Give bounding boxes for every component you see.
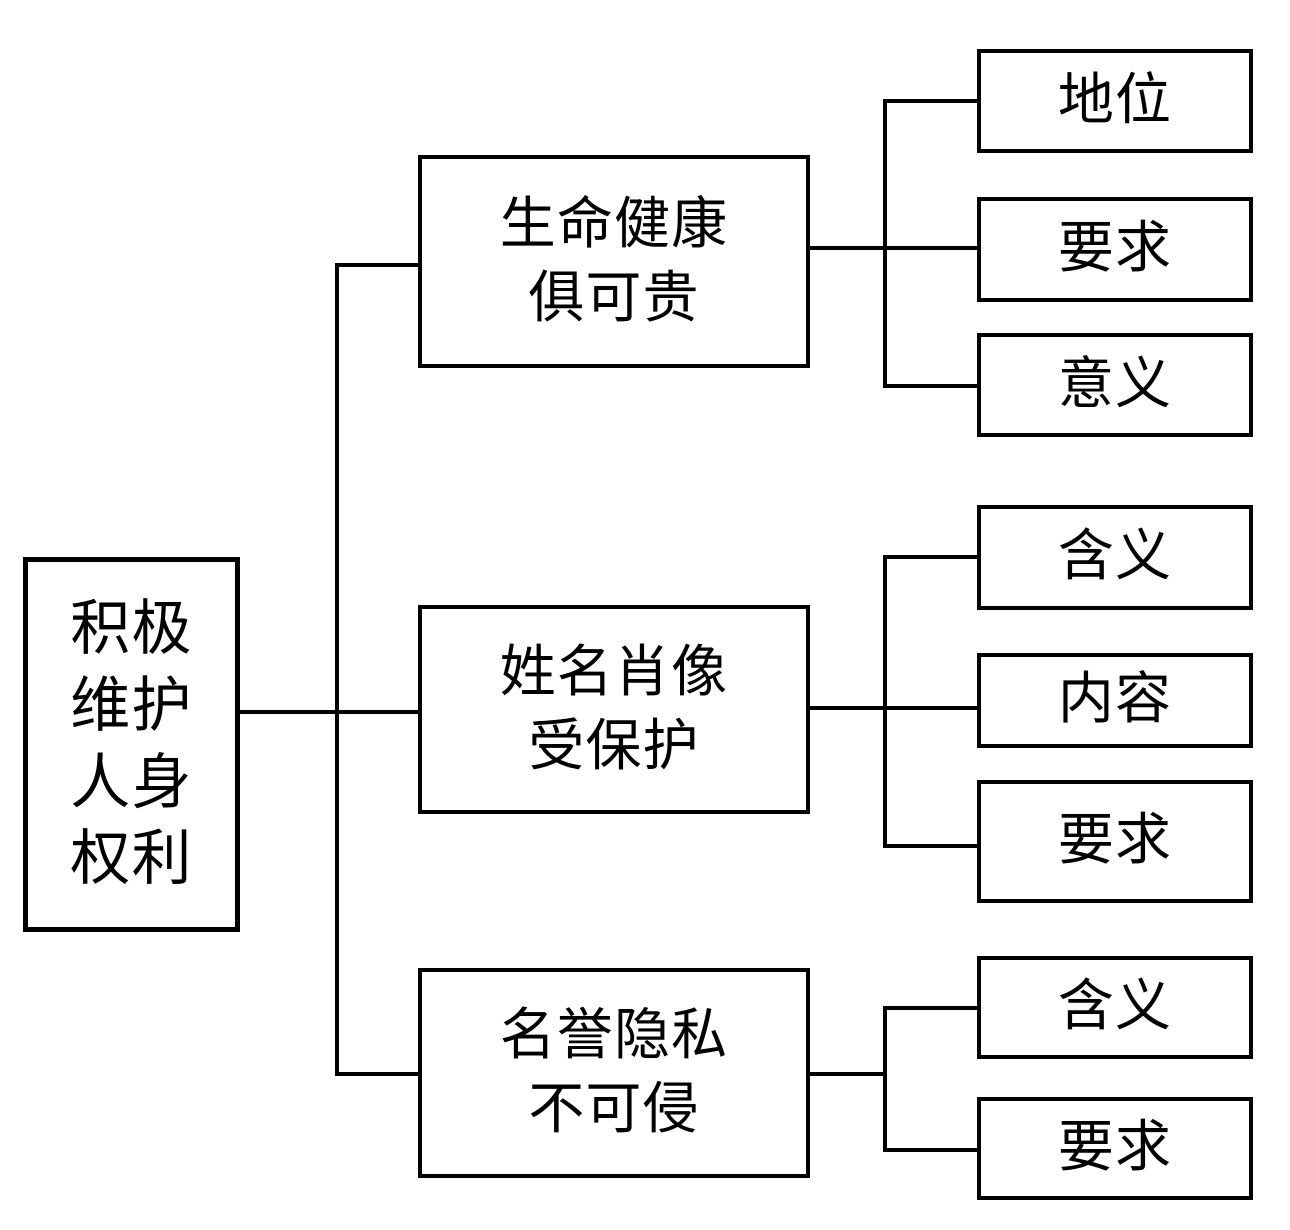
node-leaf-3-1[interactable]: 含义 (977, 956, 1253, 1059)
node-branch-2-line-1: 姓名肖像 (499, 639, 729, 705)
node-leaf-2-3[interactable]: 要求 (977, 780, 1253, 903)
connector-leaf-1-2 (883, 246, 979, 250)
connector-leaf-spine-3 (883, 1006, 887, 1152)
connector-leaf-1-1 (883, 99, 979, 103)
connector-leaf-spine-1 (883, 99, 887, 388)
node-root-line-1: 积极 (70, 593, 193, 664)
connector-branch-3-stub (808, 1072, 887, 1076)
node-leaf-2-2-label: 内容 (1057, 667, 1173, 733)
node-leaf-1-1[interactable]: 地位 (977, 49, 1253, 153)
node-branch-1[interactable]: 生命健康 俱可贵 (418, 155, 810, 368)
node-leaf-1-1-label: 地位 (1057, 67, 1173, 133)
node-root[interactable]: 积极 维护 人身 权利 (23, 557, 240, 932)
node-leaf-2-1[interactable]: 含义 (977, 505, 1253, 610)
connector-leaf-2-1 (883, 555, 979, 559)
node-branch-2[interactable]: 姓名肖像 受保护 (418, 605, 810, 814)
node-branch-1-line-2: 俱可贵 (528, 265, 700, 331)
node-branch-3-line-1: 名誉隐私 (499, 1003, 729, 1069)
connector-leaf-3-1 (883, 1006, 979, 1010)
node-branch-3-line-2: 不可侵 (528, 1077, 700, 1142)
connector-leaf-2-3 (883, 844, 979, 848)
node-leaf-3-2-label: 要求 (1057, 1115, 1173, 1181)
node-leaf-3-1-label: 含义 (1057, 974, 1173, 1040)
node-root-line-2: 维护 (70, 670, 193, 741)
node-leaf-1-3-label: 意义 (1057, 351, 1173, 417)
connector-branch-spine (335, 263, 339, 1076)
node-root-line-3: 人身 (70, 747, 193, 818)
connector-spine-to-branch-2 (335, 710, 420, 714)
connector-leaf-1-3 (883, 384, 979, 388)
node-branch-2-line-2: 受保护 (528, 713, 700, 779)
node-leaf-2-2[interactable]: 内容 (977, 653, 1253, 748)
node-leaf-2-3-label: 要求 (1057, 808, 1173, 874)
connector-leaf-2-2 (883, 706, 979, 710)
node-leaf-3-2[interactable]: 要求 (977, 1097, 1253, 1200)
node-leaf-1-2[interactable]: 要求 (977, 197, 1253, 302)
connector-spine-to-branch-1 (335, 263, 420, 267)
connector-leaf-3-2 (883, 1148, 979, 1152)
connector-branch-1-stub (808, 246, 887, 250)
node-leaf-2-1-label: 含义 (1057, 524, 1173, 590)
node-branch-3[interactable]: 名誉隐私 不可侵 (418, 968, 810, 1178)
connector-root-stub (240, 710, 339, 714)
node-branch-1-line-1: 生命健康 (499, 191, 729, 257)
connector-spine-to-branch-3 (335, 1072, 420, 1076)
connector-branch-2-stub (808, 706, 887, 710)
node-leaf-1-3[interactable]: 意义 (977, 333, 1253, 437)
connector-leaf-spine-2 (883, 555, 887, 848)
node-root-line-4: 权利 (70, 824, 193, 895)
node-leaf-1-2-label: 要求 (1057, 216, 1173, 282)
